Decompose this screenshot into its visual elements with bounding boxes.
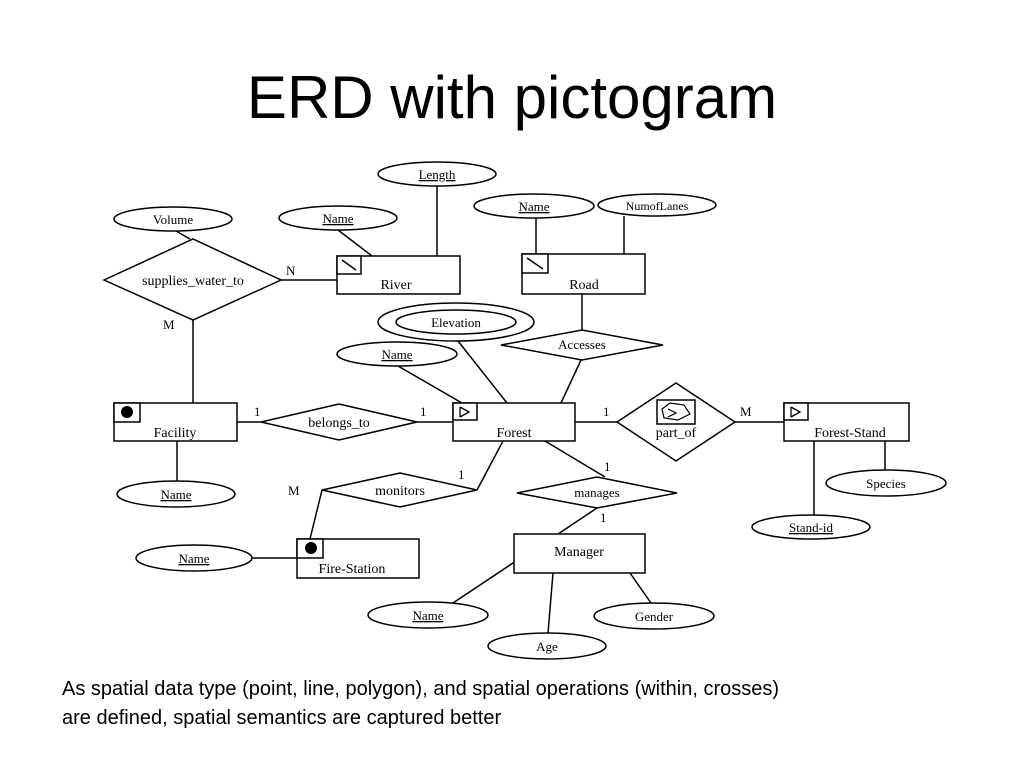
entity-river: River [336,255,461,295]
relationship-monitors: monitors [321,472,478,508]
attribute-river-name: Name [278,205,398,231]
attribute-label: Species [866,476,906,491]
entity-label: Forest-Stand [814,426,886,441]
attribute-species: Species [825,469,947,497]
attribute-label: Elevation [431,315,481,330]
attribute-label: Name [322,211,353,226]
polygon-pictogram-icon [452,402,478,421]
attribute-age: Age [487,632,607,660]
slide-title: ERD with pictogram [246,64,778,131]
attribute-label: Name [412,608,443,623]
cardinality-label: 1 [603,404,610,419]
point-pictogram-icon [296,538,324,559]
entity-fire-station: Fire-Station [296,538,420,579]
attribute-label: Name [381,347,412,362]
attribute-stand-id: Stand-id [751,514,871,540]
cardinality-label: 1 [600,510,607,525]
relationship-label: manages [574,485,619,500]
attribute-fire-station-name: Name [135,544,253,572]
attribute-facility-name: Name [116,480,236,508]
entity-road: Road [521,253,646,295]
connector-lines [175,186,886,634]
relationship-supplies-water-to: supplies_water_to [102,238,283,321]
entity-label: Forest [497,426,532,441]
cardinality-label: 1 [420,404,427,419]
entity-label: River [380,278,411,293]
entity-label: Manager [554,545,604,560]
attribute-label: Stand-id [789,520,834,535]
cardinality-label: 1 [604,459,611,474]
caption-line: are defined, spatial semantics are captu… [62,707,502,729]
attribute-road-numoflanes: NumofLanes [597,193,717,217]
relationship-accesses: Accesses [500,329,664,361]
relationship-part-of: part_of [615,382,737,462]
relationship-label: belongs_to [308,416,369,431]
attribute-volume: Volume [113,206,233,232]
polygon-pictogram-icon [783,402,809,421]
relationship-belongs-to: belongs_to [260,403,418,441]
cardinality-label: M [288,483,300,498]
line-pictogram-icon [336,255,362,275]
entity-label: Road [569,278,599,293]
cardinality-label: 1 [254,404,261,419]
point-pictogram-icon [113,402,141,423]
attribute-gender: Gender [593,602,715,630]
attribute-forest-name: Name [336,341,458,367]
entity-label: Facility [154,426,197,441]
cardinality-label: M [740,404,752,419]
attribute-label: Name [518,199,549,214]
slide-caption: As spatial data type (point, line, polyg… [62,675,992,733]
line-pictogram-icon [521,253,549,274]
cardinality-label: M [163,317,175,332]
relationship-label: part_of [656,426,697,441]
caption-line: As spatial data type (point, line, polyg… [62,678,780,700]
attribute-river-length: Length [377,161,497,187]
attribute-label: NumofLanes [626,199,689,213]
entity-forest: Forest [452,402,576,442]
entity-manager: Manager [513,533,646,574]
attribute-label: Length [419,167,456,182]
cardinality-label: 1 [458,467,465,482]
attribute-label: Gender [635,609,674,624]
attribute-label: Volume [153,212,193,227]
attribute-label: Name [178,551,209,566]
entity-label: Fire-Station [319,562,386,577]
attribute-manager-name: Name [367,601,489,629]
cardinality-labels: N M 1 1 1 M 1 M 1 1 [163,263,752,525]
relationship-label: monitors [375,484,425,499]
attribute-road-name: Name [473,193,595,219]
polygon-within-pictogram-icon [656,399,696,425]
attribute-label: Age [536,639,558,654]
attribute-label: Name [160,487,191,502]
attribute-elevation: Elevation [377,302,535,342]
relationship-manages: manages [516,476,678,509]
cardinality-label: N [286,263,296,278]
relationship-label: supplies_water_to [142,274,244,289]
relationship-label: Accesses [558,337,606,352]
entity-forest-stand: Forest-Stand [783,402,910,442]
entity-facility: Facility [113,402,238,442]
